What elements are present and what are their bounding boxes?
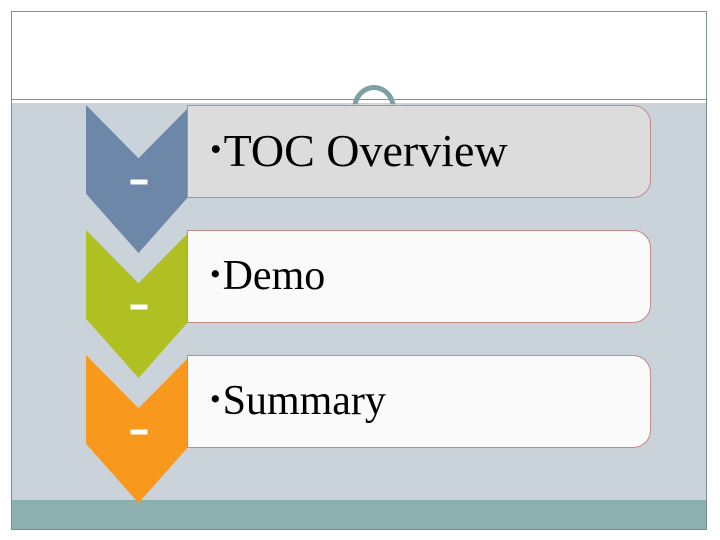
bullet-glyph: • (210, 131, 222, 169)
chevron-dash-marker (130, 304, 147, 310)
chevron-dash-marker (130, 179, 147, 185)
agenda-item-box[interactable]: •TOC Overview (187, 105, 651, 198)
slide-title-band (12, 12, 706, 99)
bullet-glyph: • (210, 382, 221, 417)
slide-footer-band (12, 500, 706, 529)
agenda-item-text: •Summary (188, 379, 386, 423)
agenda-item-text: •TOC Overview (188, 127, 508, 175)
agenda-item-text: •Demo (188, 254, 325, 298)
agenda-item-label: Demo (222, 253, 326, 300)
agenda-item-box[interactable]: •Summary (187, 355, 651, 448)
agenda-item-box[interactable]: •Demo (187, 230, 651, 323)
bullet-glyph: • (210, 257, 221, 292)
agenda-item-label: Summary (222, 378, 386, 425)
slide: •TOC Overview •Demo •Summary (11, 11, 707, 530)
agenda-item-label: TOC Overview (223, 125, 508, 177)
chevron-dash-marker (130, 429, 147, 435)
